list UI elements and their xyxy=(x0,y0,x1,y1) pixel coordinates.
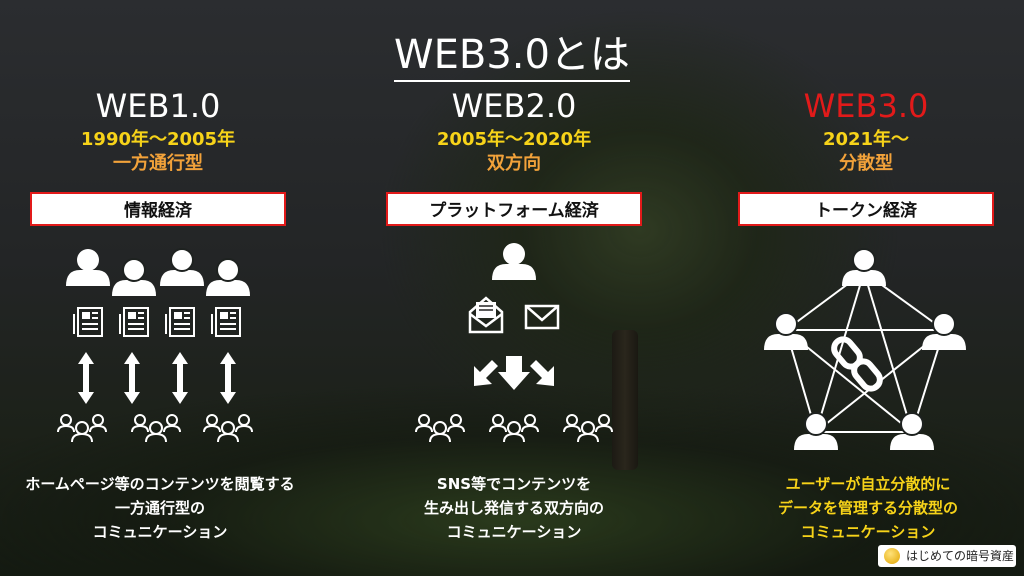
column-web3: WEB3.0 2021年～ 分散型 xyxy=(716,86,1016,176)
description-line: 生み出し発信する双方向の xyxy=(423,499,604,517)
description-web3: ユーザーが自立分散的に データを管理する分散型の コミュニケーション xyxy=(708,472,1024,544)
era-title-web1: WEB1.0 xyxy=(95,87,221,125)
user-icon xyxy=(492,243,536,280)
description-line: ホームページ等のコンテンツを閲覧する xyxy=(25,475,295,493)
description-line: 一方通行型の xyxy=(114,499,205,517)
type-web3: 分散型 xyxy=(839,153,893,174)
newspaper-icon xyxy=(165,307,195,337)
envelope-icon xyxy=(524,304,560,330)
arrow-icon xyxy=(474,356,554,390)
group-icon xyxy=(57,414,107,443)
double-arrow-icon xyxy=(172,352,188,404)
economy-box-web1: 情報経済 xyxy=(30,192,286,226)
user-icon xyxy=(159,248,205,287)
tree-trunk-decoration xyxy=(612,330,638,470)
user-icon xyxy=(841,248,887,287)
network-lines xyxy=(784,270,946,433)
era-title-web2: WEB2.0 xyxy=(451,87,577,125)
newspaper-icon xyxy=(119,307,149,337)
newspaper-icon xyxy=(73,307,103,337)
double-arrow-icon xyxy=(220,352,236,404)
economy-box-web3: トークン経済 xyxy=(738,192,994,226)
period-web3: 2021年～ xyxy=(822,129,910,150)
double-arrow-icon xyxy=(78,352,94,404)
page-title: WEB3.0とは xyxy=(0,22,1024,82)
economy-box-web2: プラットフォーム経済 xyxy=(386,192,642,226)
open-envelope-icon xyxy=(468,296,504,334)
description-line: コミュニケーション xyxy=(446,523,582,541)
double-arrow-icon xyxy=(124,352,140,404)
group-icon xyxy=(563,414,613,443)
group-icon xyxy=(203,414,253,443)
type-web2: 双方向 xyxy=(487,153,541,174)
description-web1: ホームページ等のコンテンツを閲覧する 一方通行型の コミュニケーション xyxy=(0,472,320,544)
coin-icon xyxy=(884,548,900,564)
description-line: ユーザーが自立分散的に xyxy=(785,475,951,493)
user-icon xyxy=(66,249,110,286)
brand-label: はじめての暗号資産 xyxy=(906,549,1015,563)
newspaper-icon xyxy=(211,307,241,337)
column-web2: WEB2.0 2005年～2020年 双方向 xyxy=(364,86,664,176)
description-line: SNS等でコンテンツを xyxy=(436,475,592,493)
type-web1: 一方通行型 xyxy=(113,153,203,174)
user-icon xyxy=(111,258,157,297)
group-icon xyxy=(131,414,181,443)
page-title-text: WEB3.0とは xyxy=(394,32,630,82)
description-line: コミュニケーション xyxy=(800,523,936,541)
description-line: データを管理する分散型の xyxy=(777,499,958,517)
period-web1: 1990年～2005年 xyxy=(80,129,236,150)
description-web2: SNS等でコンテンツを 生み出し発信する双方向の コミュニケーション xyxy=(354,472,674,544)
period-web2: 2005年～2020年 xyxy=(436,129,592,150)
user-icon xyxy=(205,258,251,297)
chain-link-icon xyxy=(831,336,883,392)
column-web1: WEB1.0 1990年～2005年 一方通行型 xyxy=(8,86,308,176)
brand-badge: はじめての暗号資産 xyxy=(878,545,1016,567)
era-title-web3: WEB3.0 xyxy=(803,87,929,125)
description-line: コミュニケーション xyxy=(92,523,228,541)
group-icon xyxy=(489,414,539,443)
group-icon xyxy=(415,414,465,443)
